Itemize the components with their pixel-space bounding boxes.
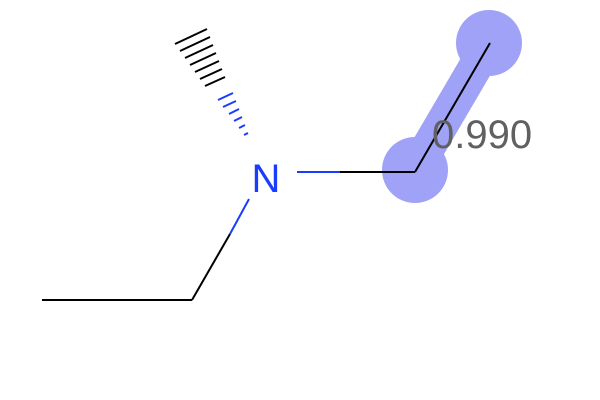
atom-label-n: N — [252, 157, 281, 201]
bond-n-c-lower-black — [191, 233, 231, 301]
highlight-score-label: 0.990 — [432, 113, 532, 157]
bond-n-c-lower-blue — [229, 198, 250, 235]
bond-c-c-ethyl-right — [414, 42, 491, 173]
hashed-wedge-bond — [174, 28, 249, 136]
bonds — [42, 28, 491, 301]
highlight-atom-ch2 — [382, 137, 448, 203]
